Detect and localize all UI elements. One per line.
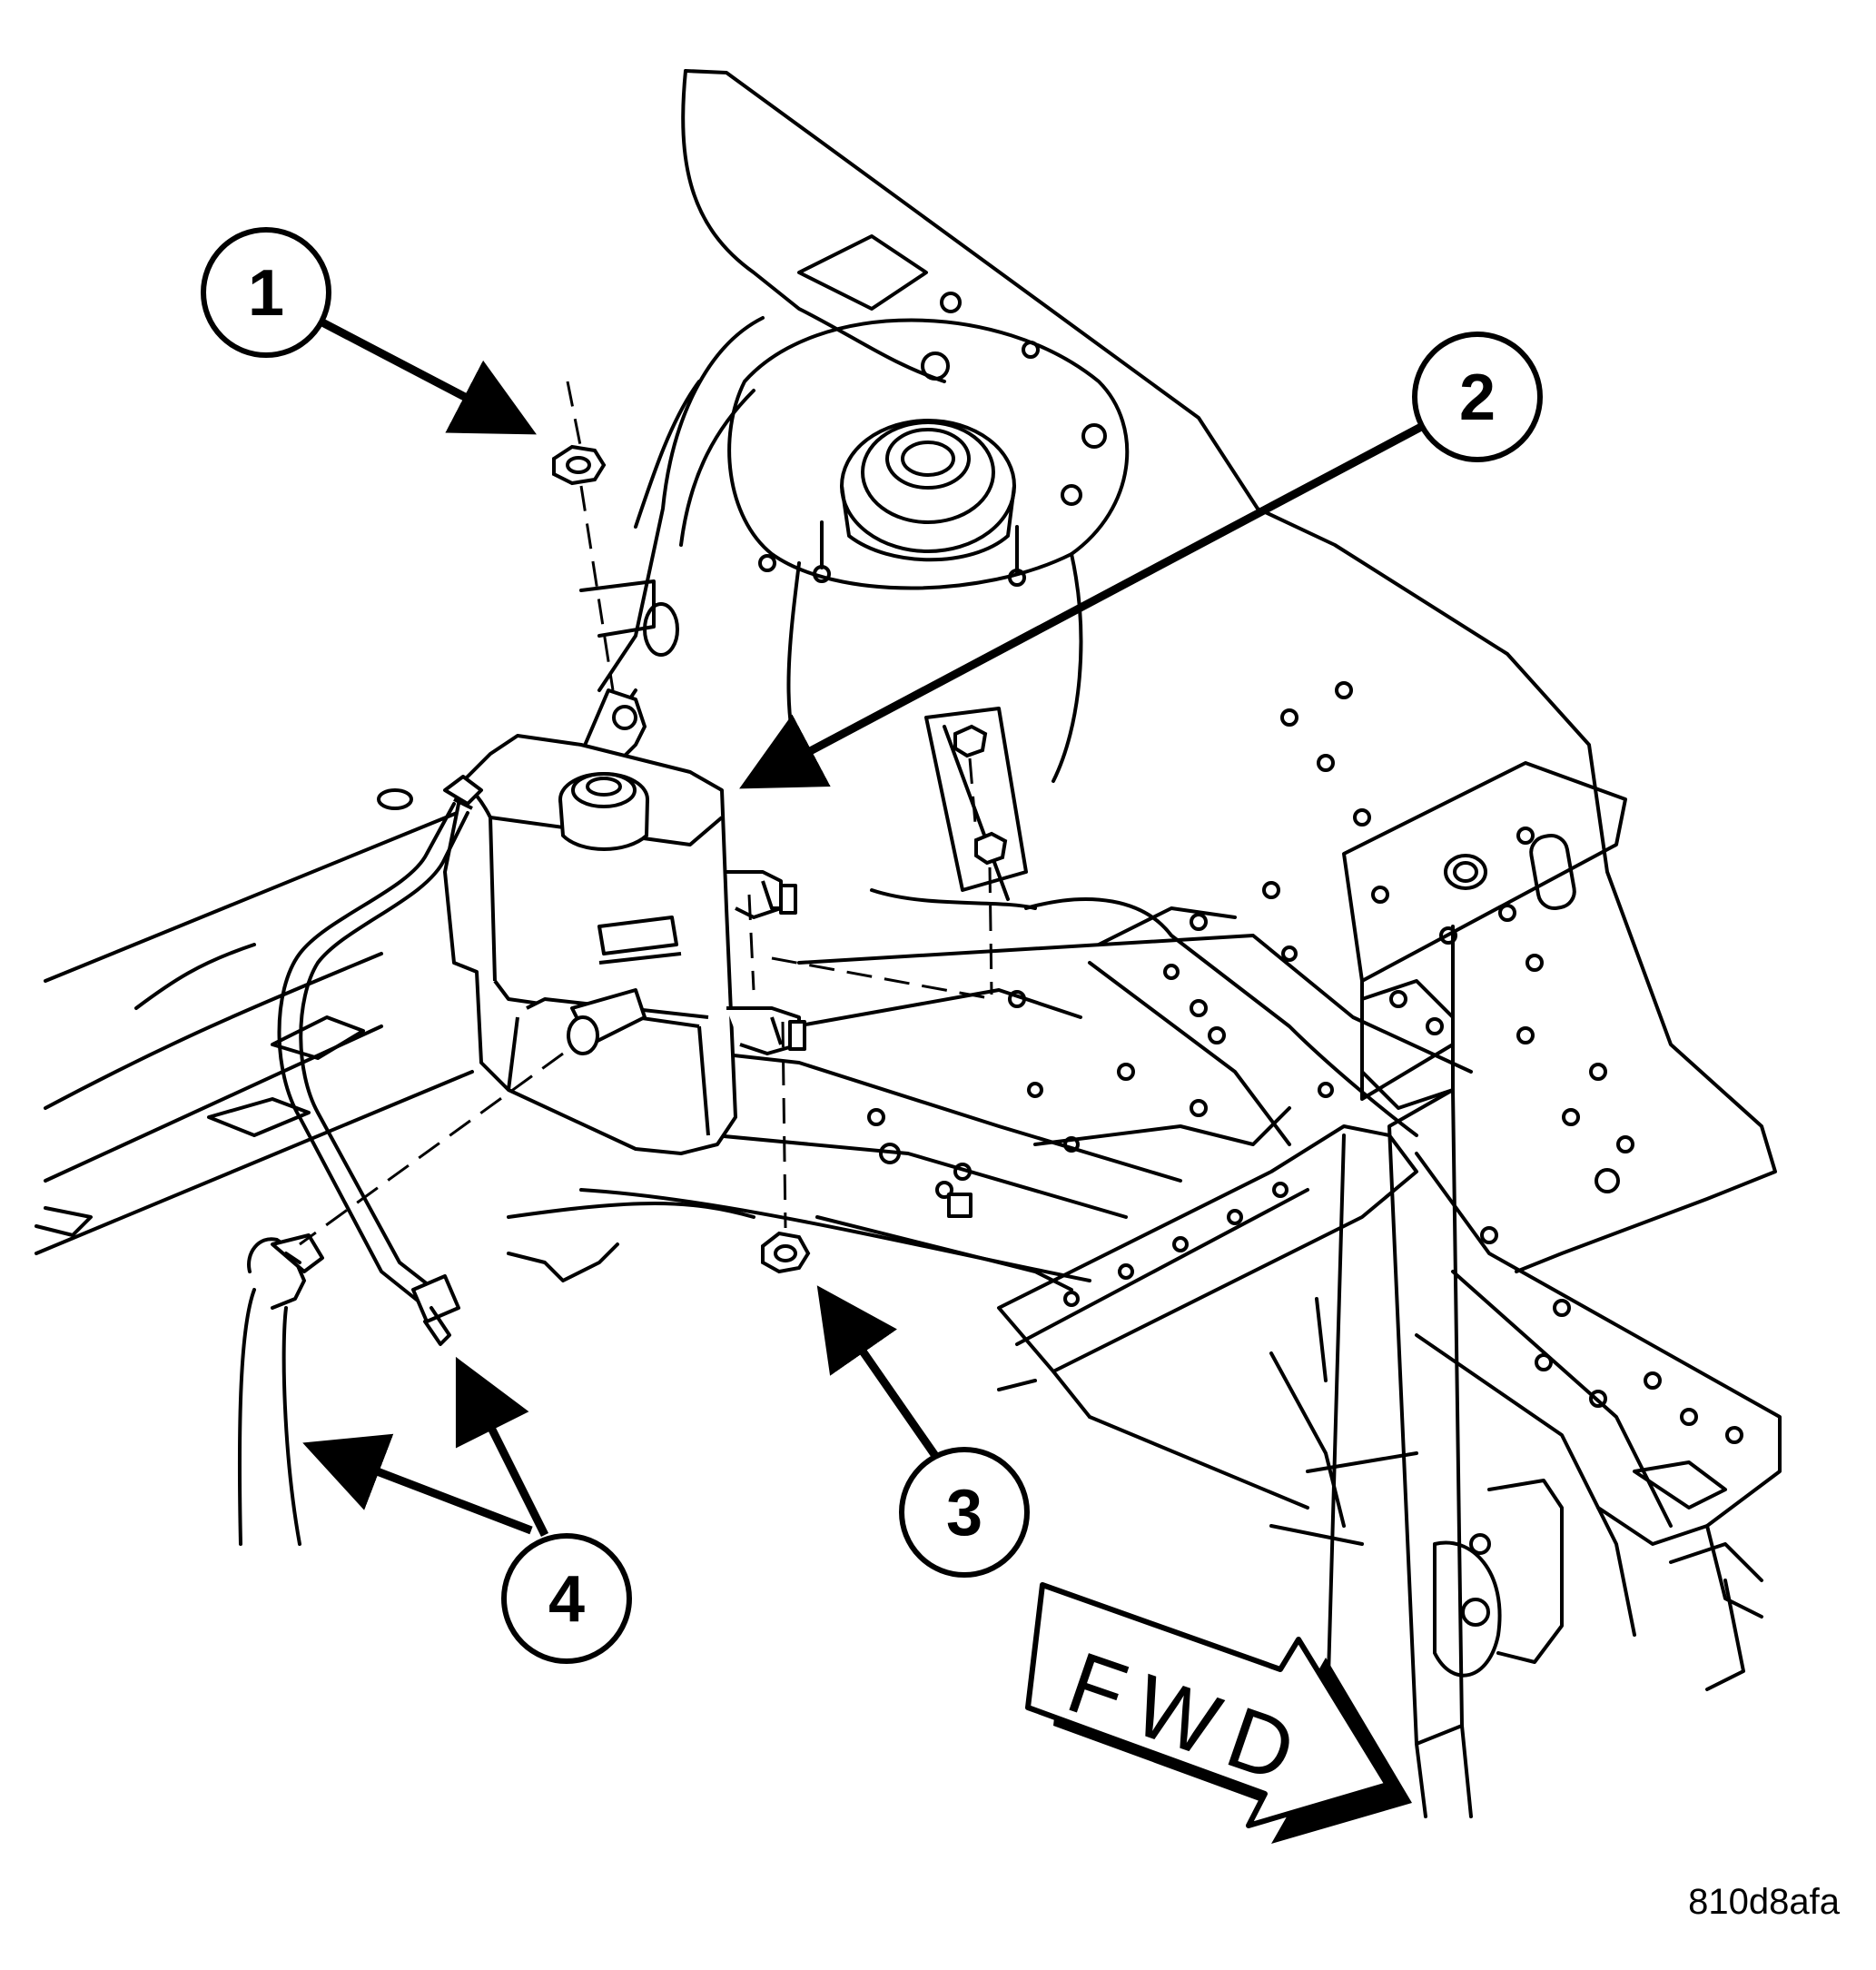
callout-1: 1	[201, 227, 331, 358]
callout-arrow-3	[816, 1285, 943, 1465]
nut-upper	[552, 444, 607, 486]
callout-arrows	[302, 319, 1424, 1538]
callout-2: 2	[1412, 332, 1543, 462]
nut-lower	[761, 1231, 811, 1274]
callout-arrow-1	[320, 319, 537, 435]
figure-id: 810d8afa	[1688, 1882, 1840, 1922]
callout-arrow-4a	[302, 1433, 533, 1535]
coolant-hoses	[237, 802, 469, 1546]
callout-3-label: 3	[946, 1477, 982, 1549]
callout-4: 4	[501, 1533, 632, 1664]
callout-1-label: 1	[248, 257, 284, 330]
callout-3: 3	[899, 1447, 1030, 1578]
callout-arrow-4b	[455, 1356, 549, 1538]
coolant-reservoir	[443, 688, 806, 1155]
studs-mid	[953, 724, 1008, 866]
callout-2-label: 2	[1459, 361, 1496, 434]
callout-arrow-2	[739, 423, 1424, 789]
assembly-guide-lines	[299, 381, 995, 1246]
forward-direction-arrow: FWD	[1025, 1582, 1412, 1844]
callout-4-label: 4	[548, 1563, 585, 1636]
